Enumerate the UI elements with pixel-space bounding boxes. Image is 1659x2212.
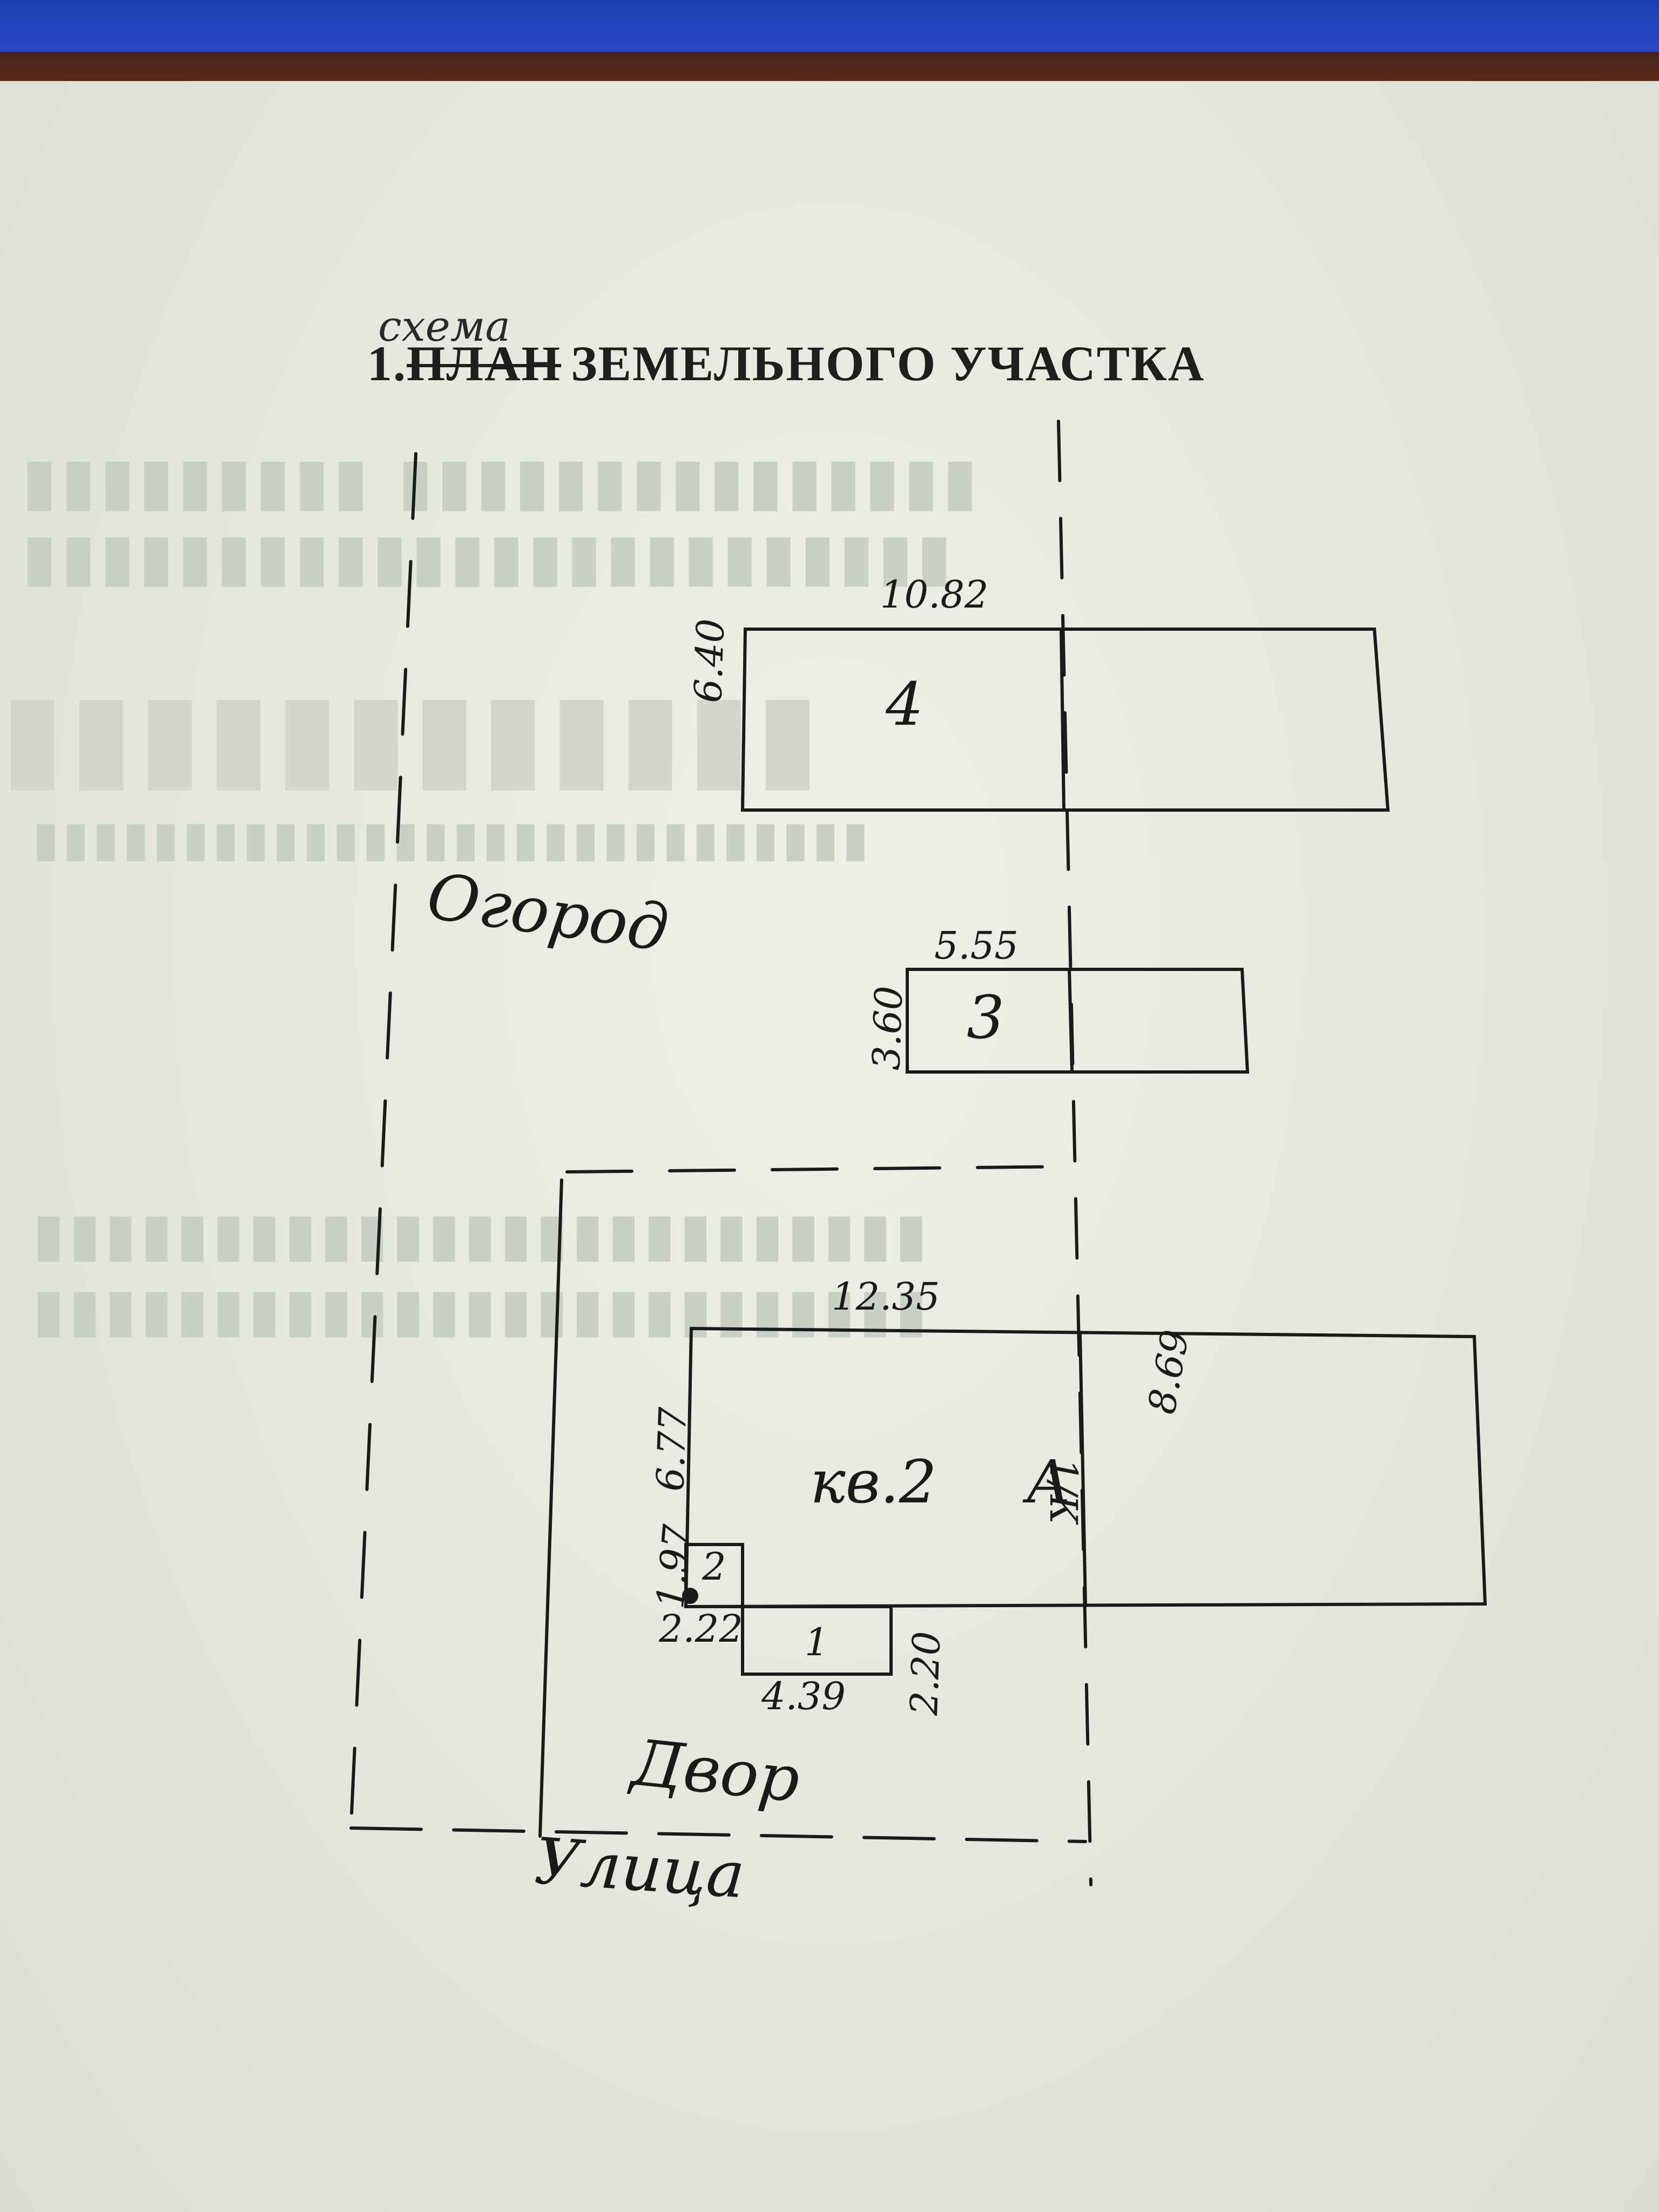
building-3-width-dim: 5.55 — [934, 923, 1019, 968]
bleed-through-text-2: ▮▮▮▮▮▮▮▮▮▮▮▮▮▮▮▮▮▮▮▮▮▮▮▮ — [22, 518, 955, 595]
yard-top-boundary-dashed — [565, 1165, 1076, 1174]
left-boundary-dashed — [349, 452, 417, 1827]
building-4-width-dim: 10.82 — [880, 572, 989, 617]
bleed-through-text-3: ▮▮▮▮▮▮▮▮▮▮▮▮ — [0, 664, 824, 804]
building-4-number: 4 — [886, 670, 923, 739]
building-3-depth-dim: 3.60 — [864, 985, 912, 1071]
desk-blue-edge — [0, 0, 1659, 52]
building-4-divider — [1060, 628, 1065, 812]
house-kv2-depth-dim: 6.77 — [648, 1406, 696, 1492]
building-4-outline — [740, 628, 1390, 812]
porch-1-width-dim: 4.39 — [761, 1674, 846, 1718]
annex-2-width-dim: 2.22 — [659, 1607, 743, 1651]
porch-1-number: 1 — [805, 1620, 829, 1664]
building-3-divider — [1068, 968, 1074, 1074]
title-struck-word: ПЛАН — [407, 336, 562, 391]
annex-2-number: 2 — [702, 1545, 726, 1589]
title-number: 1. — [367, 336, 407, 391]
house-side-mark: 1/К — [1041, 1458, 1085, 1525]
porch-1-outline — [741, 1605, 893, 1676]
building-3-number: 3 — [967, 983, 1004, 1052]
street-boundary-dashed — [349, 1826, 1087, 1843]
title-main-text: ЗЕМЕЛЬНОГО УЧАСТКА — [571, 336, 1205, 391]
bleed-through-text-6: ▮▮▮▮▮▮▮▮▮▮▮▮▮▮▮▮▮▮▮▮▮▮▮▮▮ — [32, 1274, 931, 1344]
house-kv2-width-dim: 12.35 — [832, 1274, 940, 1319]
house-letter: А — [1026, 1447, 1071, 1516]
annex-2-depth-dim: 1.97 — [648, 1522, 700, 1611]
paper-sheet — [0, 81, 1659, 2212]
yard-left-boundary — [538, 1178, 563, 1838]
corner-point-marker — [682, 1588, 698, 1604]
bleed-through-text-1: ▮▮▮▮▮▮▮▮▮ ▮▮▮▮▮▮▮▮▮▮▮▮▮▮▮ — [22, 443, 981, 519]
porch-1-depth-dim: 2.20 — [902, 1630, 949, 1716]
bleed-through-text-4: ▮▮▮▮▮▮▮▮▮▮▮▮▮▮▮▮▮▮▮▮▮▮▮▮▮▮▮▮ — [32, 810, 872, 867]
house-kv2-number: кв.2 — [810, 1447, 937, 1516]
center-divider-dashed — [1057, 420, 1092, 1886]
house-kv2-outline — [684, 1326, 1487, 1609]
house-kv2-divider — [1078, 1332, 1087, 1607]
title-handwritten-correction: схема — [378, 302, 511, 351]
building-4-depth-dim: 6.40 — [686, 618, 733, 704]
street-label: Улица — [532, 1823, 747, 1913]
building-3-outline — [906, 968, 1250, 1074]
bleed-through-text-5: ▮▮▮▮▮▮▮▮▮▮▮▮▮▮▮▮▮▮▮▮▮▮▮▮▮ — [32, 1199, 931, 1269]
